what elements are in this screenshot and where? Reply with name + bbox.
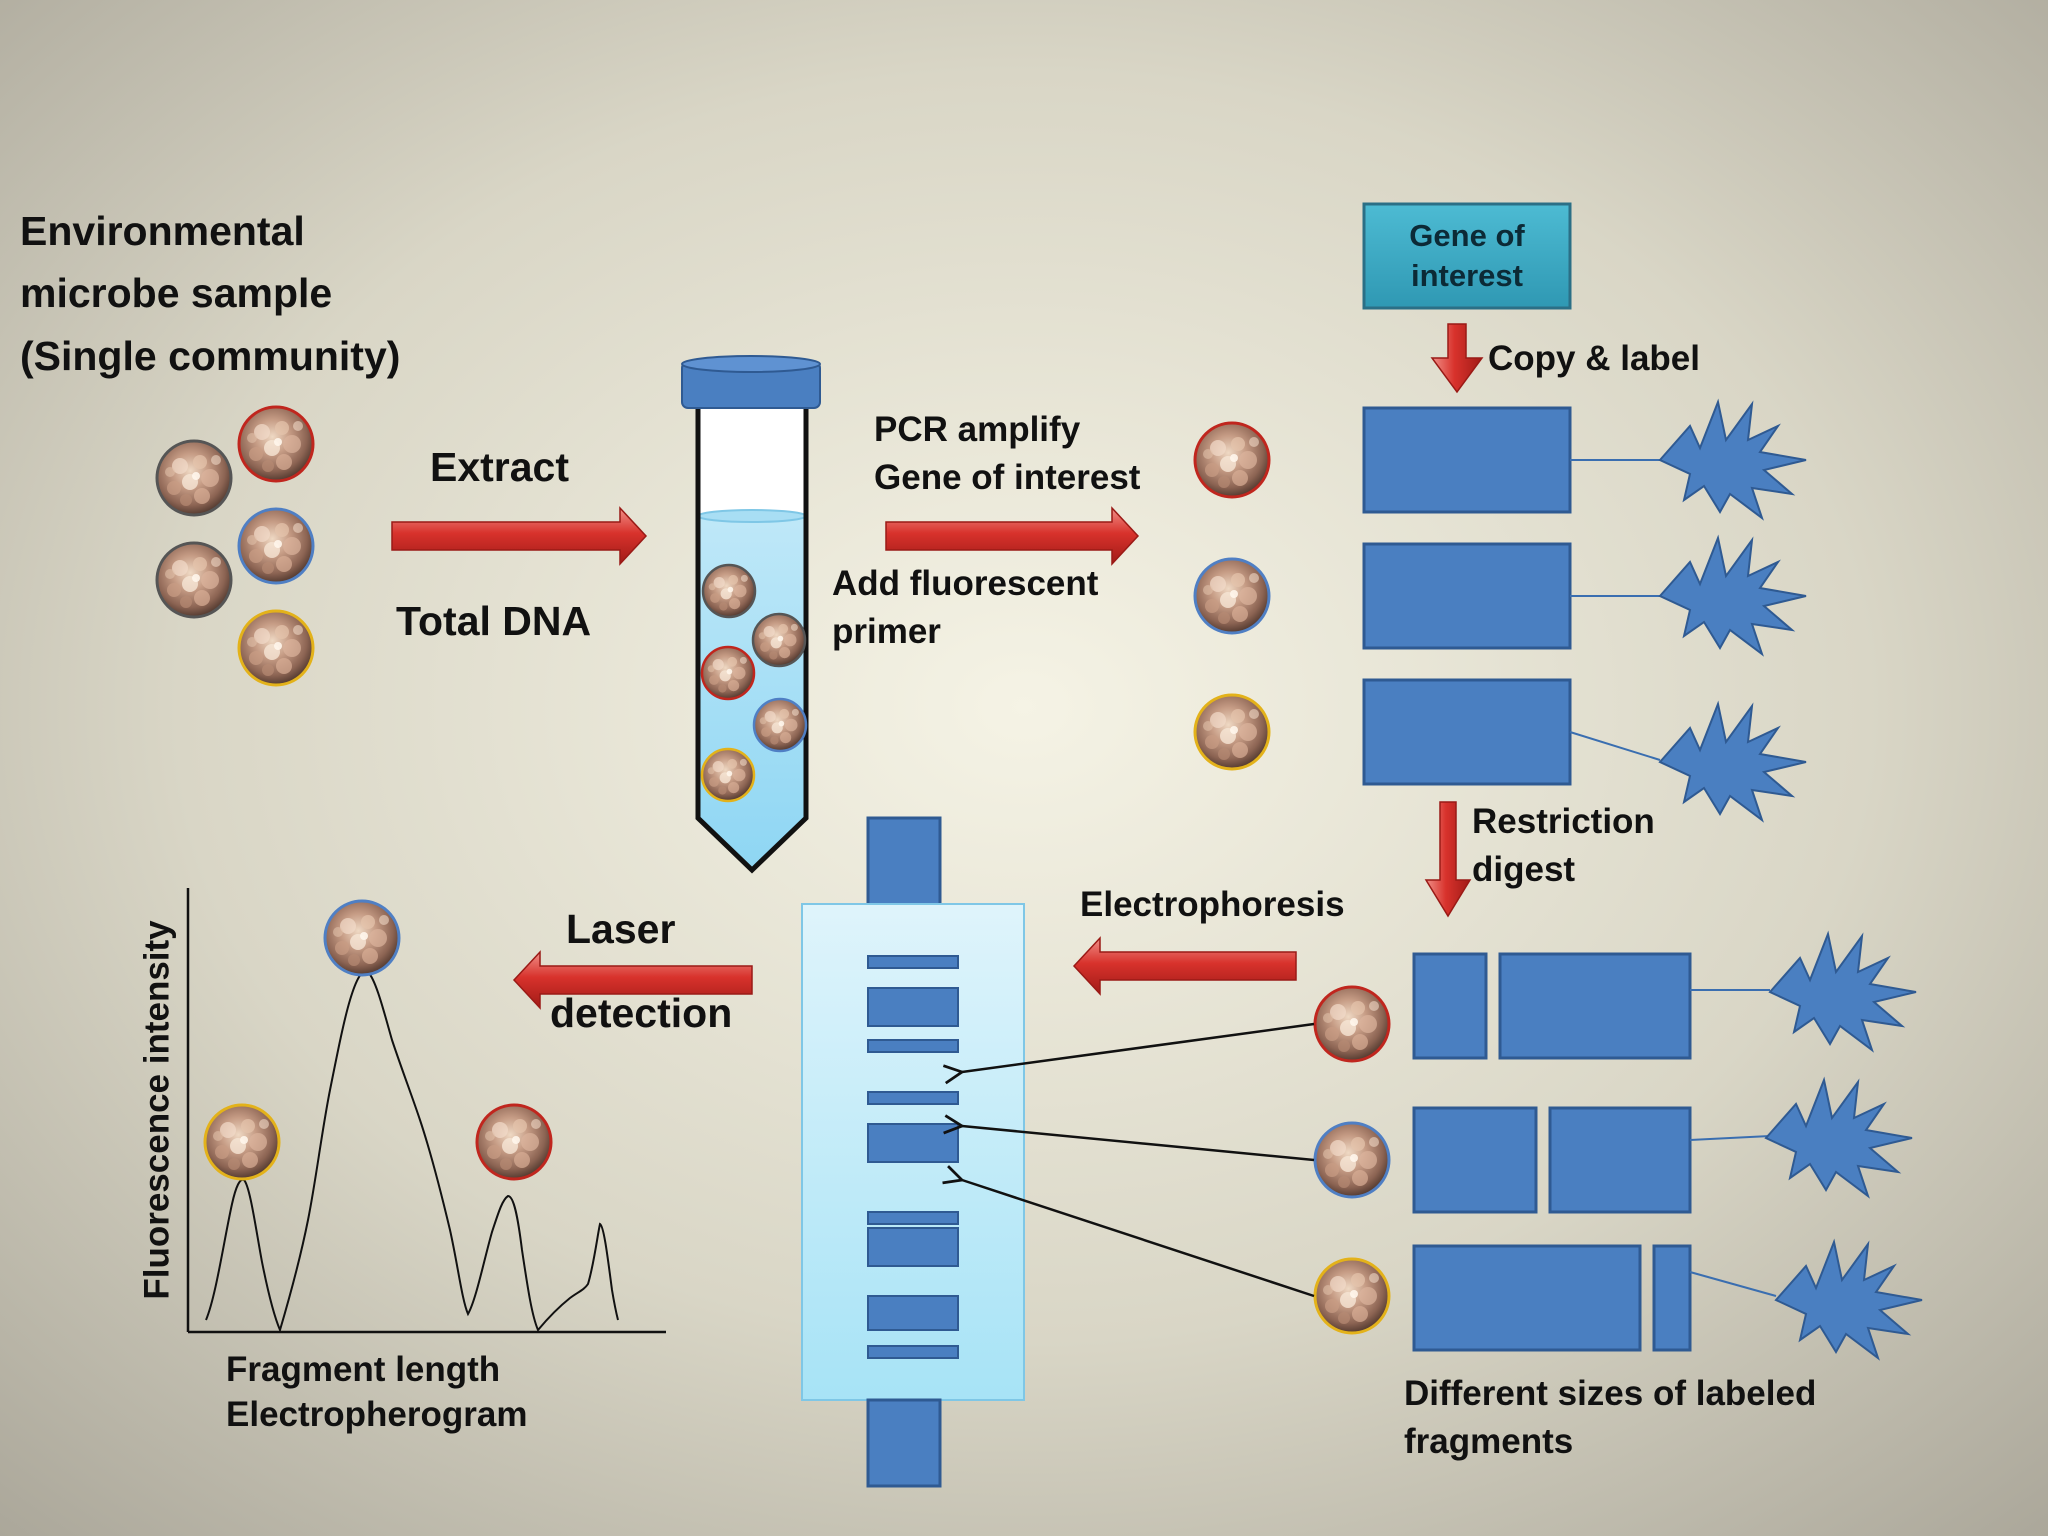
electrophoresis-text: Electrophoresis (1080, 885, 1345, 924)
microbe-cell-icon (1193, 421, 1271, 499)
fragments-caption-line1: Different sizes of labeled (1404, 1374, 1817, 1413)
microbe-cell-icon (700, 747, 756, 803)
pcr-line2: Gene of interest (874, 457, 1141, 497)
electropherogram-plot (186, 888, 666, 1334)
copy-label-text: Copy & label (1488, 339, 1700, 378)
microbe-cell-icon (475, 1103, 553, 1181)
microbe-cell-icon (1193, 693, 1271, 771)
sample-microbes (155, 405, 315, 687)
microbe-cell-icon (701, 563, 757, 619)
x-axis-label: Fragment length Electropherogram (226, 1348, 527, 1438)
gene-copy-block (1362, 542, 1572, 650)
laser-detection-arrow (512, 950, 753, 1010)
fragment-block (1498, 952, 1692, 1060)
restriction-digest-text: Restriction digest (1472, 798, 1655, 893)
pcr-microbes (1193, 421, 1271, 771)
pcr-line1: PCR amplify (874, 410, 1081, 449)
gene-box-line1: Gene of (1409, 218, 1525, 253)
microbe-cell-icon (155, 439, 233, 517)
microbe-cell-icon (1193, 557, 1271, 635)
pcr-text: PCR amplify Gene of interest (874, 406, 1140, 501)
microbe-cell-icon (203, 1103, 281, 1181)
gel-bottom-reservoir (866, 1398, 942, 1488)
restriction-digest-arrow (1424, 801, 1472, 918)
pcr-line3: Add fluorescent (832, 564, 1099, 603)
fragments-caption: Different sizes of labeled fragments (1404, 1370, 1816, 1465)
gel-band (867, 1091, 959, 1105)
pcr-arrow (885, 506, 1140, 566)
microbe-cell-icon (237, 507, 315, 585)
digested-fragments (1412, 930, 1923, 1361)
fluorescent-star-icon (1774, 1238, 1923, 1361)
fluorescent-star-icon (1764, 1076, 1913, 1199)
extract-label: Extract (430, 444, 570, 490)
fragment-block (1548, 1106, 1692, 1214)
sample-title-line2: microbe sample (20, 270, 333, 317)
gel-band (867, 1295, 959, 1331)
gene-of-interest-text: Gene of interest (1364, 216, 1570, 297)
gel-column-icon (801, 816, 1025, 1488)
electrophoresis-arrow (1072, 936, 1297, 996)
gene-of-interest-box (1362, 202, 1572, 310)
microbe-cell-icon (752, 697, 808, 753)
total-dna-label: Total DNA (396, 598, 592, 644)
test-tube-icon (681, 355, 821, 874)
fluorescent-star-icon (1658, 398, 1807, 521)
microbe-cell-icon (751, 612, 807, 668)
extract-arrow (391, 506, 648, 566)
labeled-gene-copies (1362, 398, 1807, 823)
microbe-cell-icon (1313, 1121, 1391, 1199)
gel-band (867, 987, 959, 1027)
pcr-line4: primer (832, 611, 941, 651)
sample-title-line3: (Single community) (20, 332, 401, 379)
fluorescent-star-icon (1658, 534, 1807, 657)
gel-band (867, 1227, 959, 1267)
gel-band (867, 1039, 959, 1053)
gel-band (867, 1123, 959, 1163)
fragment-block (1652, 1244, 1692, 1352)
laser-text: Laser (566, 906, 676, 952)
y-axis-label: Fluorescence intensity (137, 920, 177, 1300)
fragment-block (1412, 1244, 1642, 1352)
fluorescent-star-icon (1658, 700, 1807, 823)
sample-title: Environmental microbe sample (Single com… (20, 200, 400, 387)
gel-top-reservoir (866, 816, 942, 908)
gene-box-line2: interest (1411, 258, 1523, 294)
microbe-cell-icon (700, 645, 756, 701)
copy-label-arrow (1430, 323, 1484, 394)
restriction-line2: digest (1472, 849, 1576, 889)
electropherogram-caption: Electropherogram (226, 1394, 528, 1434)
fluorescent-star-icon (1768, 930, 1917, 1053)
fragment-length-label: Fragment length (226, 1350, 501, 1389)
fragment-block (1412, 1106, 1538, 1214)
fluorescent-primer-text: Add fluorescent primer (832, 560, 1098, 655)
fragments-caption-line2: fragments (1404, 1421, 1574, 1461)
microbe-cell-icon (1313, 985, 1391, 1063)
microbe-cell-icon (237, 609, 315, 687)
gel-band (867, 1211, 959, 1225)
detection-text: detection (550, 990, 733, 1036)
band-connectors (962, 1022, 1315, 1298)
microbe-cell-icon (323, 899, 401, 977)
microbe-cell-icon (1313, 1257, 1391, 1335)
electropherogram-trace (205, 970, 619, 1333)
restriction-line1: Restriction (1472, 802, 1655, 841)
gene-copy-block (1362, 406, 1572, 514)
tube-microbes (700, 563, 808, 803)
fragment-block (1412, 952, 1488, 1060)
gel-band (867, 955, 959, 969)
fragment-microbes (1313, 985, 1391, 1335)
gene-copy-block (1362, 678, 1572, 786)
sample-title-line1: Environmental (20, 208, 305, 254)
microbe-cell-icon (155, 541, 233, 619)
microbe-cell-icon (237, 405, 315, 483)
gel-band (867, 1345, 959, 1359)
